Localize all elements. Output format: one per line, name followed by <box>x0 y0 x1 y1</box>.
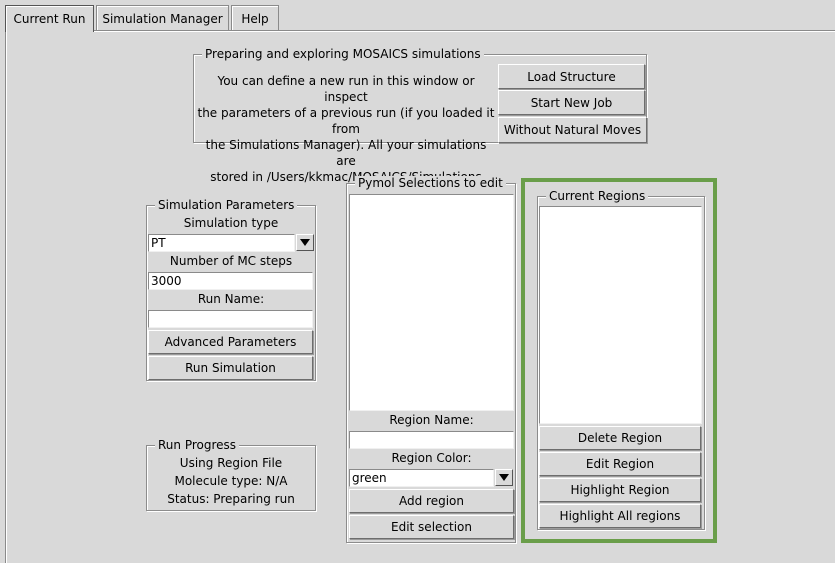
pymol-selections-group: Pymol Selections to edit <box>346 176 516 543</box>
chevron-down-icon <box>499 474 509 481</box>
pymol-selections-legend: Pymol Selections to edit <box>355 176 506 190</box>
region-file-status: Using Region File <box>179 456 283 470</box>
simulation-type-select[interactable]: PT <box>148 234 295 252</box>
run-name-label: Run Name: <box>197 292 265 306</box>
edit-region-button[interactable]: Edit Region <box>539 452 701 476</box>
add-region-button[interactable]: Add region <box>349 489 514 513</box>
tab-simulation-manager[interactable]: Simulation Manager <box>96 5 229 31</box>
region-color-dropdown-button[interactable] <box>495 469 513 486</box>
run-simulation-button[interactable]: Run Simulation <box>148 356 313 380</box>
highlight-all-regions-button[interactable]: Highlight All regions <box>539 504 701 528</box>
tab-label: Simulation Manager <box>102 11 223 26</box>
start-new-job-button[interactable]: Start New Job <box>498 90 645 115</box>
mc-steps-input[interactable]: 3000 <box>148 272 313 290</box>
simulation-parameters-legend: Simulation Parameters <box>155 198 298 212</box>
current-run-page <box>5 30 835 563</box>
intro-text: You can define a new run in this window … <box>195 73 497 185</box>
highlight-region-button[interactable]: Highlight Region <box>539 478 701 502</box>
region-name-label: Region Name: <box>389 413 474 427</box>
intro-line: the Simulations Manager). All your simul… <box>205 138 487 168</box>
current-regions-highlight-frame <box>521 178 717 543</box>
simulation-type-label: Simulation type <box>183 216 279 230</box>
simulation-type-dropdown-button[interactable] <box>296 234 314 251</box>
region-color-label: Region Color: <box>391 451 472 465</box>
simulation-parameters-group: Simulation Parameters <box>146 198 316 381</box>
chevron-down-icon <box>300 239 310 246</box>
intro-line: the parameters of a previous run (if you… <box>197 106 495 136</box>
molecule-type-status: Molecule type: N/A <box>174 474 288 488</box>
pymol-selections-list[interactable] <box>349 194 514 411</box>
run-progress-legend: Run Progress <box>155 438 240 452</box>
run-status: Status: Preparing run <box>167 492 295 506</box>
without-natural-moves-button[interactable]: Without Natural Moves <box>498 117 647 143</box>
current-regions-legend: Current Regions <box>546 189 649 203</box>
current-regions-list[interactable] <box>539 206 702 424</box>
current-regions-group: Current Regions <box>537 189 705 530</box>
edit-selection-button[interactable]: Edit selection <box>349 515 514 539</box>
intro-legend: Preparing and exploring MOSAICS simulati… <box>202 47 484 61</box>
mc-steps-label: Number of MC steps <box>169 254 293 268</box>
tab-help[interactable]: Help <box>231 5 279 31</box>
region-color-select[interactable]: green <box>349 469 494 487</box>
intro-line: You can define a new run in this window … <box>217 74 475 104</box>
tab-current-run[interactable]: Current Run <box>5 5 94 32</box>
advanced-parameters-button[interactable]: Advanced Parameters <box>148 330 313 354</box>
tab-label: Help <box>241 11 269 26</box>
delete-region-button[interactable]: Delete Region <box>539 426 701 450</box>
tab-label: Current Run <box>13 12 86 26</box>
run-progress-group: Run Progress <box>146 438 316 511</box>
intro-group: Preparing and exploring MOSAICS simulati… <box>193 47 647 143</box>
run-name-input[interactable] <box>148 310 313 328</box>
region-name-input[interactable] <box>349 431 514 449</box>
load-structure-button[interactable]: Load Structure <box>498 64 645 89</box>
